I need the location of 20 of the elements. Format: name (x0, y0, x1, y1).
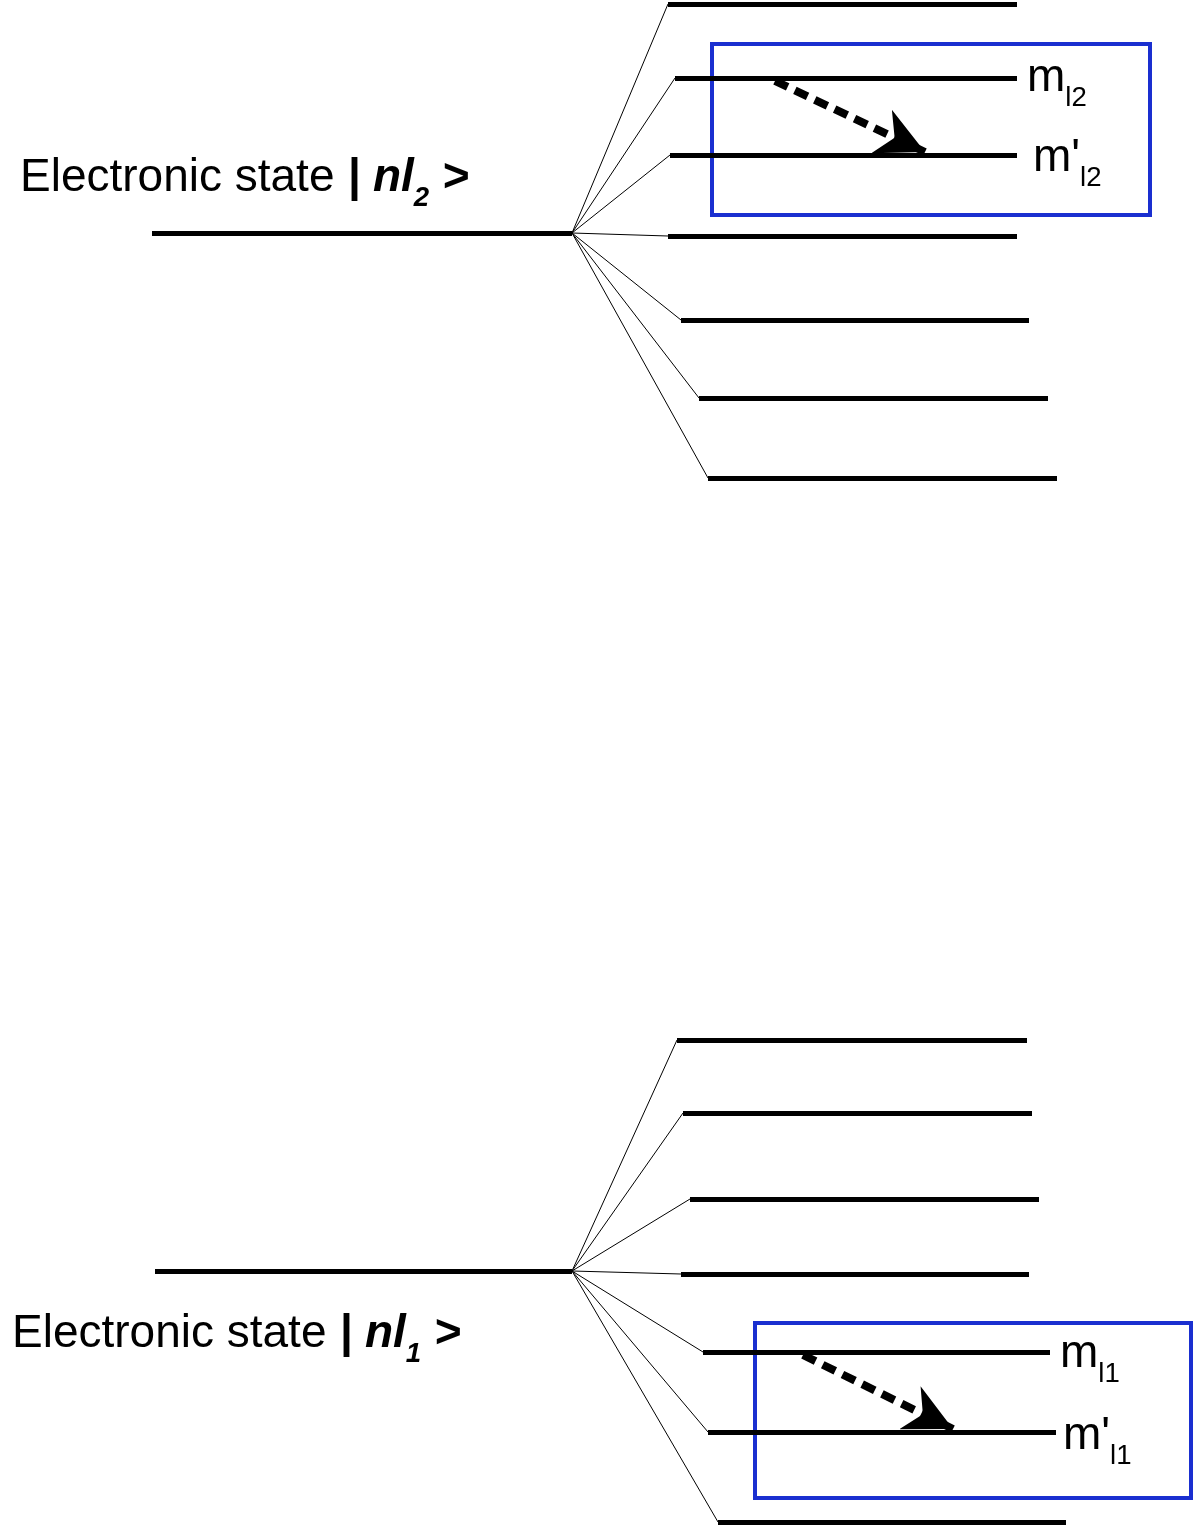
splitting-line (571, 1270, 704, 1353)
sublevel-label: m$_{l1}$ (1060, 1328, 1120, 1387)
splitting-line (571, 1270, 719, 1523)
sublevel-label: m'$_{l2}$ (1033, 132, 1102, 191)
sublevel-label: m$_{l2}$ (1027, 52, 1087, 111)
state-label: Electronic state | nl$_{2}$ > (20, 152, 469, 211)
splitting-line (571, 154, 671, 234)
state-label: Electronic state | nl$_{1}$ > (12, 1308, 461, 1367)
splitting-line (571, 232, 700, 399)
splitting-line (571, 1039, 678, 1272)
splitting-line (571, 1198, 691, 1272)
splitting-line (571, 232, 709, 479)
splitting-line (571, 232, 669, 237)
sublevel-label: m'$_{l1}$ (1063, 1410, 1132, 1469)
splitting-line (571, 3, 669, 234)
splitting-line (571, 1112, 684, 1272)
splitting-line (571, 1270, 709, 1433)
splitting-line (571, 232, 682, 321)
splitting-line (571, 1270, 682, 1275)
splitting-line (571, 77, 676, 234)
